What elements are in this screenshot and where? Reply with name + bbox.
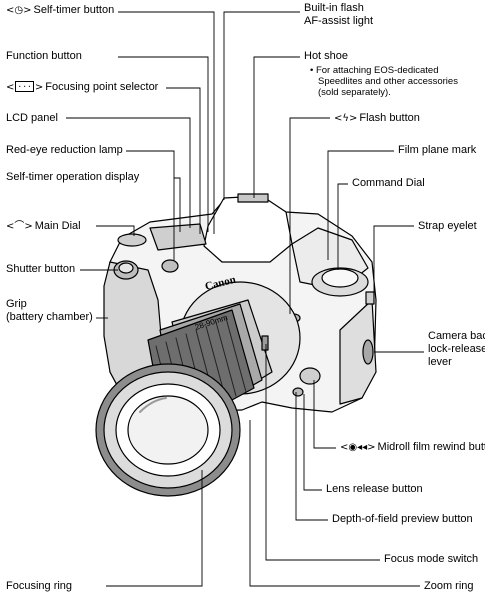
label-function-button: Function button [6, 50, 82, 62]
leader-strap-eyelet [373, 225, 414, 292]
label-self-timer-display: Self-timer operation display [6, 171, 140, 183]
label-shutter-button: Shutter button [6, 263, 76, 275]
label-lcd-panel: LCD panel [6, 112, 58, 124]
main-dial-icon: <⌒> [6, 221, 33, 232]
label-command-dial: Command Dial [352, 177, 425, 189]
leader-midroll [313, 380, 336, 449]
leader-focus-point [166, 87, 201, 234]
leader-focus-mode [265, 344, 380, 561]
leader-self-timer [118, 11, 215, 234]
label-lens-release: Lens release button [326, 483, 423, 495]
midroll-rewind-icon: <◉◂◂> [340, 442, 376, 453]
label-builtin-flash: Built-in flash AF-assist light [304, 2, 374, 27]
flash-icon: <ϟ> [334, 113, 358, 124]
leader-self-timer-display [174, 177, 181, 232]
pentaprism [203, 195, 293, 263]
label-focus-mode-switch: Focus mode switch [384, 553, 479, 565]
focusing-point-icon: <···> [6, 81, 44, 93]
leader-lens-release [303, 394, 322, 491]
leader-film-plane [327, 150, 394, 260]
leader-command-dial [337, 183, 348, 270]
label-midroll-rewind: <◉◂◂>Midroll film rewind button [340, 441, 485, 453]
main-dial-shape [117, 233, 147, 247]
label-red-eye-lamp: Red-eye reduction lamp [6, 144, 123, 156]
leader-lcd [66, 117, 191, 228]
leader-main-dial [96, 225, 135, 236]
leader-function [118, 56, 209, 232]
label-self-timer-button: <◷>Self-timer button [6, 4, 115, 16]
label-flash-button: <ϟ>Flash button [334, 112, 420, 124]
leader-focusing-ring [106, 470, 203, 587]
hot-shoe-shape [237, 193, 269, 203]
label-film-plane-mark: Film plane mark [398, 144, 477, 156]
label-grip: Grip (battery chamber) [6, 298, 93, 323]
label-focusing-ring: Focusing ring [6, 580, 73, 592]
leader-builtin-flash [223, 11, 300, 200]
label-focusing-point-selector: <···>Focusing point selector [6, 81, 159, 93]
label-zoom-ring: Zoom ring [424, 580, 474, 592]
lcd-panel-shape [149, 223, 207, 251]
leader-hot-shoe [253, 56, 300, 198]
leader-flash-button [289, 117, 330, 314]
hot-shoe-note: • For attaching EOS-dedicated Speedlites… [310, 65, 458, 98]
label-strap-eyelet: Strap eyelet [418, 220, 477, 232]
label-hot-shoe: Hot shoe [304, 50, 349, 62]
self-timer-icon: <◷> [6, 5, 32, 16]
label-main-dial: <⌒>Main Dial [6, 220, 81, 232]
label-camera-back-lever: Camera back lock-release lever [428, 330, 485, 368]
label-dof-preview: Depth-of-field preview button [332, 513, 473, 525]
leader-zoom-ring [249, 420, 420, 587]
leader-dof [295, 392, 328, 521]
leader-red-eye [126, 150, 175, 260]
